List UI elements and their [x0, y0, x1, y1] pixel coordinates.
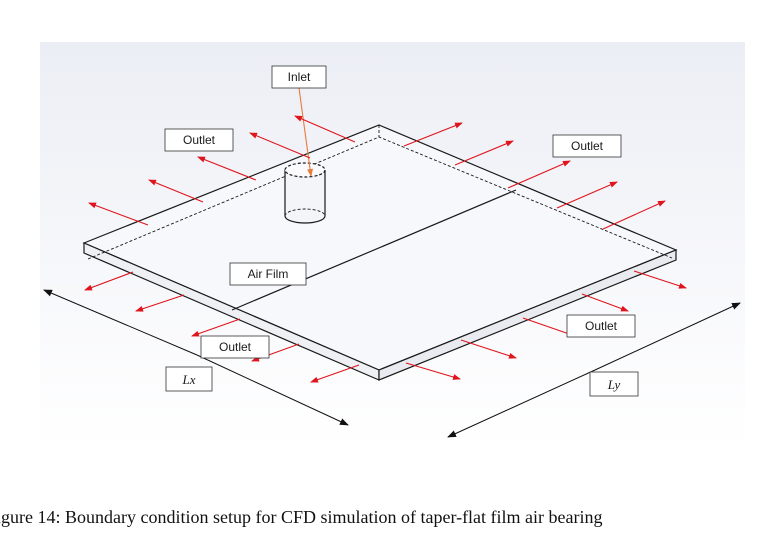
outlet-arrow	[84, 271, 134, 291]
svg-text:Ly: Ly	[607, 377, 621, 392]
svg-text:Lx: Lx	[182, 372, 196, 387]
lx-dimension-arrow-end	[196, 354, 349, 426]
outlet-arrow	[135, 294, 185, 312]
outlet-arrow	[88, 202, 149, 226]
label-lx: Lx	[165, 366, 213, 392]
outlet-arrow	[507, 160, 571, 189]
outlet-arrow	[460, 339, 517, 359]
outlet-arrow	[556, 181, 618, 209]
outlet-arrow	[602, 200, 666, 230]
svg-text:Outlet: Outlet	[219, 340, 252, 354]
bearing-plate	[82, 124, 678, 381]
outlet-arrow	[148, 179, 204, 203]
lx-dimension-arrow-start	[43, 289, 198, 356]
label-outlet-bottom-left: Outlet	[200, 335, 270, 359]
outlet-arrow	[249, 132, 311, 159]
svg-text:Inlet: Inlet	[288, 70, 311, 84]
plate-front-right-face	[378, 249, 677, 381]
label-ly: Ly	[589, 371, 639, 397]
outlet-arrow	[294, 115, 356, 143]
outlet-arrow	[197, 156, 257, 181]
ly-dimension-arrow-end	[447, 369, 596, 438]
outlet-arrow	[581, 293, 629, 312]
outlet-arrows	[84, 115, 687, 383]
inlet-cylinder	[284, 162, 326, 224]
ly-dimension-arrow-start	[594, 302, 741, 371]
taper-boundary-line	[231, 189, 517, 311]
label-air-film: Air Film	[229, 262, 307, 286]
label-inlet: Inlet	[271, 65, 327, 89]
svg-text:Outlet: Outlet	[571, 139, 604, 153]
outlet-arrow	[405, 362, 461, 380]
outlet-arrow	[633, 270, 687, 289]
outlet-arrow	[191, 318, 241, 337]
outlet-arrow	[403, 122, 463, 147]
svg-text:Outlet: Outlet	[585, 319, 618, 333]
dimension-lines	[43, 289, 741, 438]
label-outlet-top-left: Outlet	[164, 128, 234, 152]
svg-text:Outlet: Outlet	[183, 133, 216, 147]
label-outlet-bottom-right: Outlet	[566, 314, 636, 338]
outlet-arrow	[454, 140, 514, 166]
inlet-arrow	[298, 87, 314, 177]
outlet-arrow	[522, 317, 576, 337]
label-outlet-top-right: Outlet	[552, 134, 622, 158]
outlet-arrow	[310, 364, 360, 383]
figure-caption: igure 14: Boundary condition setup for C…	[0, 507, 603, 527]
svg-text:Air Film: Air Film	[248, 267, 289, 281]
